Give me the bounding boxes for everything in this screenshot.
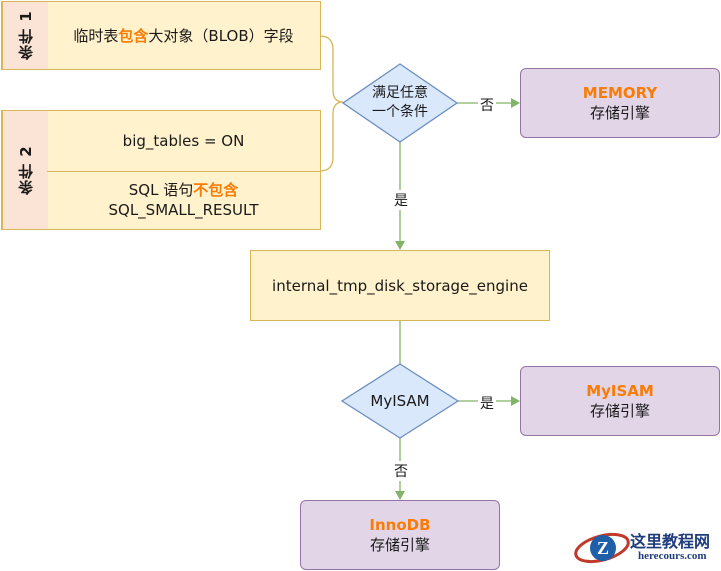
condition2-row2-line2: SQL_SMALL_RESULT bbox=[108, 201, 259, 219]
watermark-url: herecours.com bbox=[638, 550, 707, 562]
memory-title: MEMORY bbox=[582, 84, 658, 102]
engine-setting-box: internal_tmp_disk_storage_engine bbox=[250, 250, 550, 321]
decision2-diamond bbox=[340, 363, 460, 439]
condition2-row2-highlight: 不包含 bbox=[193, 181, 239, 199]
condition1-text: 临时表包含大对象（BLOB）字段 bbox=[47, 2, 320, 69]
memory-engine-box: MEMORY 存储引擎 bbox=[520, 68, 720, 138]
watermark-logo: Z 这里教程网 herecours.com bbox=[572, 526, 720, 570]
conditions-brace bbox=[319, 35, 344, 172]
myisam-subtitle: 存储引擎 bbox=[589, 402, 650, 420]
condition1-text-prefix: 临时表 bbox=[73, 26, 119, 45]
watermark-logo-letter: Z bbox=[597, 538, 609, 558]
decision2-label: MyISAM bbox=[342, 391, 458, 411]
condition2-row1: big_tables = ON bbox=[47, 111, 320, 172]
condition2-tag: 条件 2 bbox=[2, 111, 48, 229]
decision1-diamond bbox=[341, 63, 459, 143]
watermark-logo-icon: Z bbox=[574, 532, 630, 564]
memory-subtitle: 存储引擎 bbox=[589, 104, 650, 122]
decision1-line1: 满足任意 bbox=[372, 85, 428, 101]
edge-label-no1: 否 bbox=[478, 95, 496, 115]
condition2-box: 条件 2 big_tables = ON SQL 语句不包含 SQL_SMALL… bbox=[1, 110, 321, 230]
innodb-engine-box: InnoDB 存储引擎 bbox=[300, 500, 500, 570]
condition2-row2-prefix: SQL 语句 bbox=[128, 181, 194, 199]
edge-label-no2: 否 bbox=[392, 461, 410, 481]
decision1-label: 满足任意 一个条件 bbox=[343, 83, 457, 123]
condition2-row1-text: big_tables = ON bbox=[122, 132, 245, 150]
engine-setting-label: internal_tmp_disk_storage_engine bbox=[272, 276, 528, 295]
edge-label-yes1: 是 bbox=[392, 190, 410, 210]
condition1-text-suffix: 大对象（BLOB）字段 bbox=[148, 26, 294, 45]
condition2-row2: SQL 语句不包含 SQL_SMALL_RESULT bbox=[47, 171, 320, 229]
innodb-subtitle: 存储引擎 bbox=[369, 536, 430, 554]
innodb-title: InnoDB bbox=[369, 516, 431, 534]
watermark-title: 这里教程网 bbox=[630, 532, 711, 551]
myisam-title: MyISAM bbox=[586, 382, 654, 400]
edge-label-yes2: 是 bbox=[478, 393, 496, 413]
myisam-engine-box: MyISAM 存储引擎 bbox=[520, 366, 720, 436]
decision1-line2: 一个条件 bbox=[372, 104, 428, 120]
condition1-box: 条件 1 临时表包含大对象（BLOB）字段 bbox=[1, 1, 321, 70]
condition1-text-highlight: 包含 bbox=[118, 26, 149, 45]
decision2-text: MyISAM bbox=[370, 392, 430, 410]
condition1-tag: 条件 1 bbox=[2, 2, 48, 69]
